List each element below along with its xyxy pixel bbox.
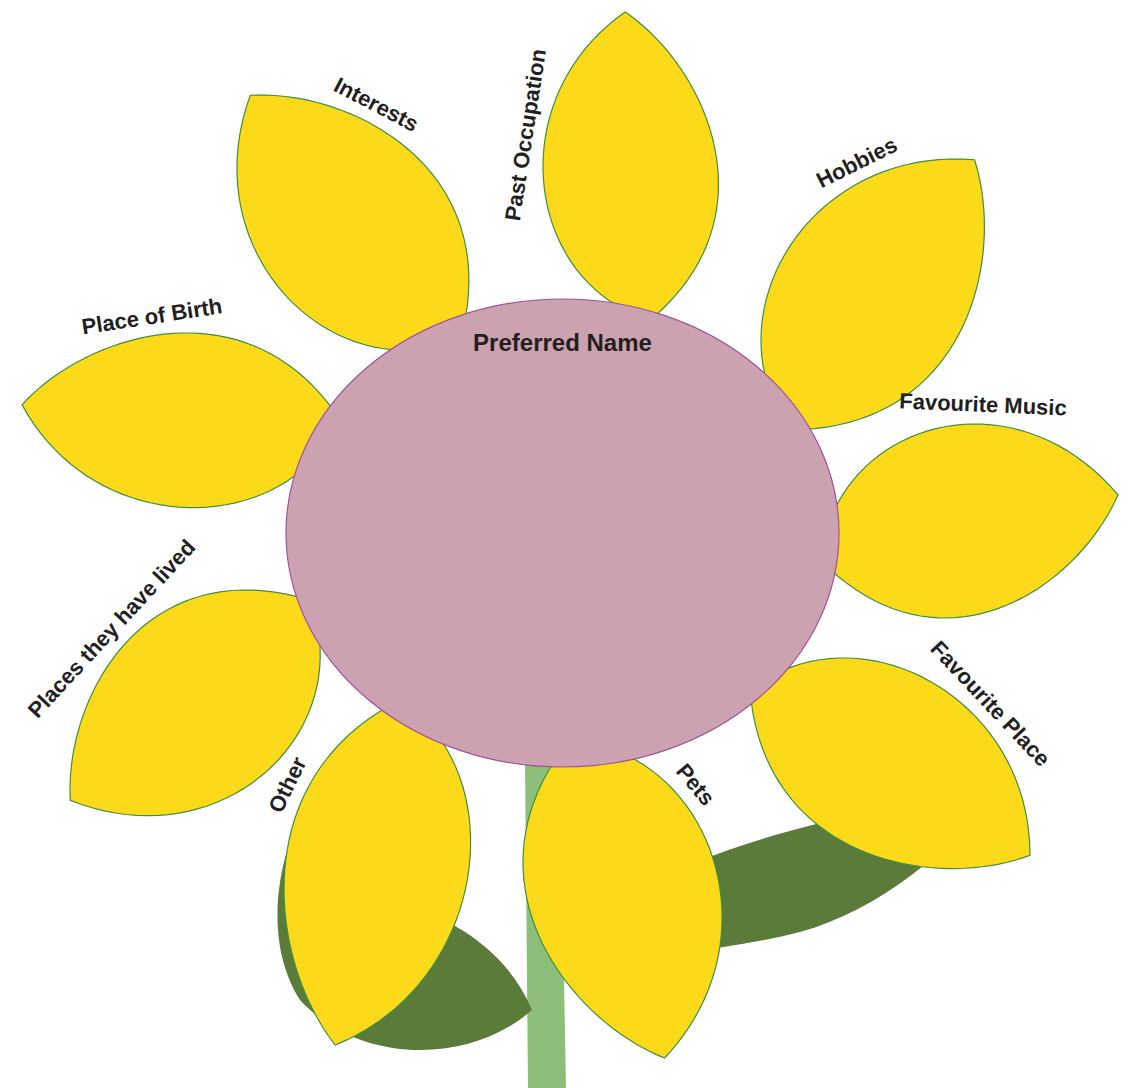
label-holder: Preferred Name (285, 330, 840, 356)
petal-node: Places they have lived (68, 588, 322, 818)
petal-shape (235, 93, 471, 352)
center-ellipse (286, 299, 839, 767)
petal-node: Interests (235, 93, 471, 352)
petal (284, 700, 471, 1045)
label-holder: Past Occupation (501, 48, 551, 223)
petal (820, 424, 1118, 618)
petal-node: Favourite Place (748, 656, 1032, 871)
petal-shape (818, 422, 1120, 620)
petal-label: Past Occupation (501, 48, 551, 223)
petal (22, 333, 340, 508)
center-disc: Preferred Name (285, 298, 840, 768)
petal-label: Favourite Music (898, 390, 1066, 421)
petal-label: Place of Birth (80, 294, 224, 339)
petal-shape (541, 10, 720, 322)
petal (543, 12, 718, 320)
petal (237, 95, 469, 350)
petal-node: Past Occupation (541, 10, 720, 322)
label-holder: Favourite Music (898, 390, 1066, 421)
label-holder: Place of Birth (80, 294, 224, 339)
petal (523, 740, 722, 1058)
center-shape (285, 298, 840, 768)
petal-node: Other (282, 698, 473, 1047)
petal-node: Favourite Music (818, 422, 1120, 620)
petal (761, 159, 984, 430)
petal-node: Pets (521, 738, 724, 1060)
center-label: Preferred Name (285, 330, 840, 356)
petal-shape (282, 698, 473, 1047)
